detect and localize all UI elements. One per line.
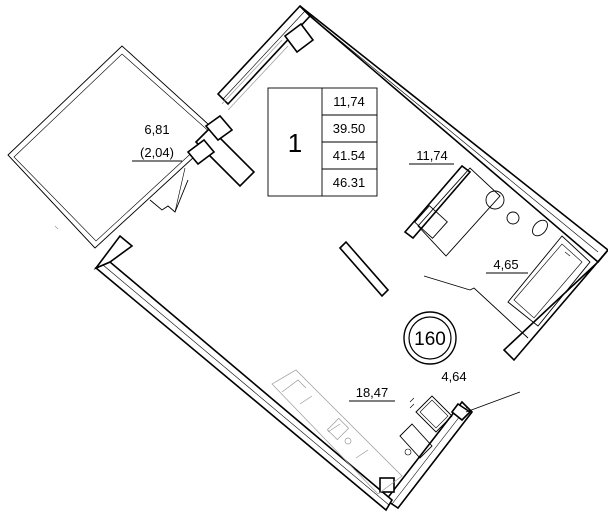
balcony-door	[149, 167, 189, 213]
hall-fixtures	[399, 391, 521, 459]
bathroom	[403, 164, 591, 339]
balcony	[7, 45, 220, 249]
kitchen-area-label: 11,74	[416, 148, 448, 163]
exterior-walls	[93, 4, 608, 512]
rooms-count: 1	[288, 128, 302, 158]
balcony-area-label: 6,81	[144, 122, 169, 137]
summary-living-area: 11,74	[333, 94, 365, 109]
kitchen-counter	[271, 369, 403, 495]
bathroom-area-label: 4,65	[493, 257, 518, 272]
summary-area-1: 39.50	[333, 121, 366, 136]
area-summary-table: 1 11,74 39.50 41.54 46.31	[267, 87, 378, 197]
unit-number-badge: 160	[403, 311, 457, 365]
summary-total-area: 46.31	[333, 175, 366, 190]
unit-number: 160	[414, 329, 446, 350]
living-area-label: 18,47	[356, 385, 389, 400]
summary-area-2: 41.54	[333, 148, 366, 163]
window-upper-left	[221, 39, 289, 111]
hall-area-label: 4,64	[441, 369, 466, 384]
balcony-reduced-area-label: (2,04)	[140, 145, 174, 160]
